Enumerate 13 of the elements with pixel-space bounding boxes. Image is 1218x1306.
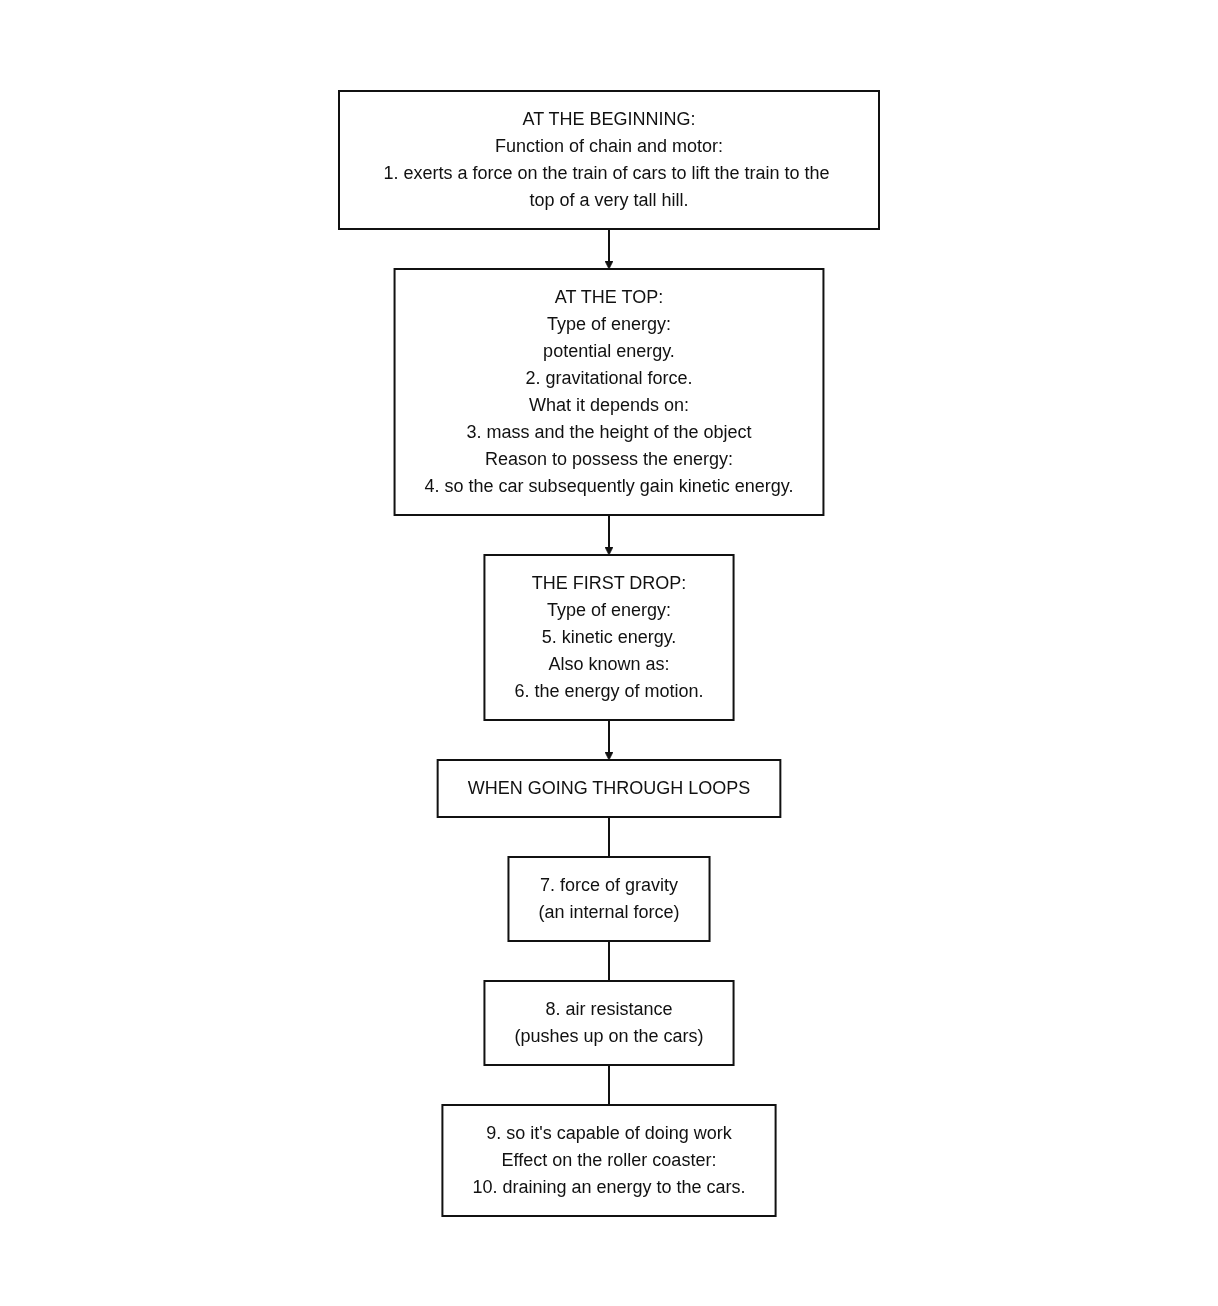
connector <box>608 1063 610 1106</box>
arrow <box>604 513 614 555</box>
node-box: 7. force of gravity (an internal force) <box>507 855 711 942</box>
node-box: THE FIRST DROP: Type of energy: 5. kinetic energy. Also known as: 6. the energy of motion. <box>483 553 735 721</box>
node-box: AT THE BEGINNING: Function of chain and motor: 1. exerts a force on the train of cars to lift the train to the top of a very tall hill. <box>338 89 880 230</box>
node-box: AT THE TOP: Type of energy: potential energy. 2. gravitational force. What it depends on: 3. mass and the height of the object Reason to possess the energy: 4. so the car subsequently gain kinetic energy. <box>393 267 825 516</box>
arrow <box>604 718 614 760</box>
node-box: 9. so it's capable of doing work Effect on the roller coaster: 10. draining an energy to the cars. <box>441 1103 777 1217</box>
node-box: WHEN GOING THROUGH LOOPS <box>436 758 782 818</box>
node-box: 8. air resistance (pushes up on the cars) <box>483 979 735 1066</box>
connector <box>608 939 610 982</box>
arrow <box>604 227 614 269</box>
connector <box>608 815 610 858</box>
